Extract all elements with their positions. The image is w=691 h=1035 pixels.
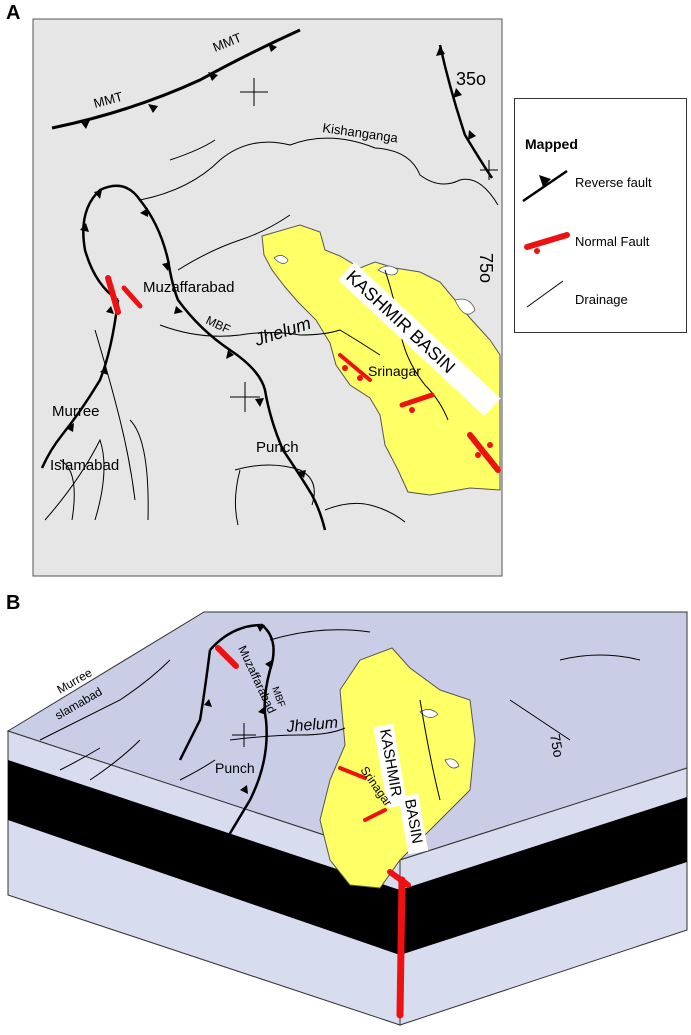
- normal-fault-ticks: [342, 365, 493, 458]
- reverse-fault-icon: [522, 169, 568, 203]
- legend-item-drainage: Drainage: [575, 292, 628, 307]
- label-lon-75: 75o: [476, 253, 496, 283]
- label-islamabad: Islamabad: [50, 457, 119, 474]
- grid-cross: [230, 382, 260, 412]
- label-murree: Murree: [52, 403, 100, 420]
- thrust-ne: [438, 44, 494, 179]
- map-panel-a: MMT MMT 35o 75o Kishanganga Muzaffarabad…: [32, 18, 503, 577]
- block-label-75: 75o: [547, 733, 567, 759]
- label-punch: Punch: [256, 439, 299, 456]
- label-mmt-1: MMT: [92, 89, 125, 111]
- panel-a-label: A: [6, 2, 21, 24]
- legend-item-reverse-fault: Reverse fault: [575, 175, 652, 190]
- mbf-fault: [82, 184, 327, 531]
- drainage-icon: [526, 280, 564, 308]
- legend: Mapped Reverse fault Normal Fault Draina…: [514, 98, 687, 333]
- mmt-fault: [51, 28, 301, 130]
- legend-item-normal-fault: Normal Fault: [575, 234, 650, 249]
- block-drainage: [39, 629, 641, 801]
- grid-cross: [240, 78, 268, 106]
- fault-teeth: [66, 306, 114, 432]
- normal-faults-a: [105, 275, 501, 473]
- normal-fault-icon: [524, 232, 570, 254]
- normal-faults-b: [215, 645, 411, 1019]
- label-srinagar: Srinagar: [368, 363, 421, 379]
- basin-island: [377, 265, 399, 276]
- label-muzaffarabad: Muzaffarabad: [143, 279, 234, 296]
- label-lat-35: 35o: [456, 69, 486, 89]
- fault-teeth: [436, 46, 476, 140]
- basin-island: [273, 255, 289, 264]
- panel-b-label: B: [6, 592, 21, 614]
- grid-cross: [480, 160, 498, 180]
- thrust-west: [40, 299, 120, 469]
- block-label-punch: Punch: [215, 760, 255, 776]
- legend-title: Mapped: [525, 136, 578, 152]
- dark-layer: [8, 760, 400, 955]
- block-label-jhelum: Jhelum: [285, 715, 339, 737]
- basin-island: [454, 298, 476, 315]
- block-diagram-b: Muzaffarabad Murree slamabad MBF Jhelum …: [6, 611, 688, 1026]
